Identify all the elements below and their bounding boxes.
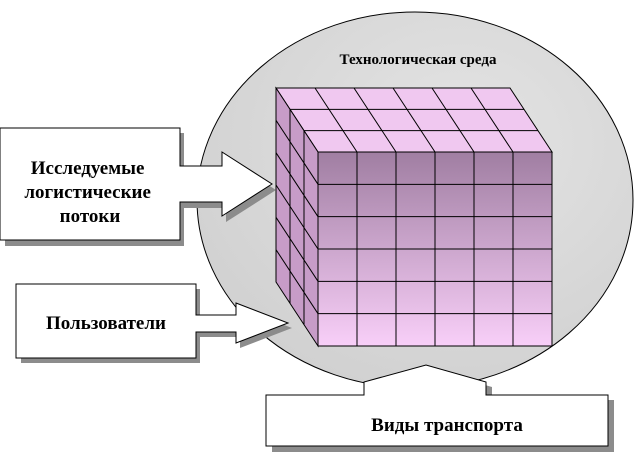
environment-title: Технологическая среда [340,52,497,68]
cube-top-depth-line [392,87,436,153]
cube-side-depth-line [275,217,319,282]
cube-top-depth-line [353,87,397,153]
users-arrow-shape [15,283,290,359]
transport-callout: Виды транспорта [265,364,614,452]
cube-grid-lines [275,87,552,346]
flows-label: Исследуемые логистические потоки [24,158,155,227]
cube-side-depth-line [275,152,319,217]
flows-arrow-shape [0,127,273,241]
transport-callout-shape [265,364,609,447]
cube [275,86,553,348]
cube-top-depth-line [314,87,358,153]
flows-label-line-2: логистические [24,182,151,203]
cube-top-depth-line [431,87,475,153]
cube-side-depth-line [275,120,319,185]
cube-side-depth-line [275,249,319,314]
cube-side-depth-line [275,184,319,250]
flows-label-line-1: Исследуемые [31,158,145,179]
cube-top-depth-line [470,87,514,153]
users-label: Пользователи [46,313,166,334]
flows-arrow: Исследуемые логистические потоки [0,127,276,246]
transport-label: Виды транспорта [371,415,523,436]
flows-label-line-3: потоки [60,206,121,227]
users-arrow: Пользователи [15,283,292,363]
